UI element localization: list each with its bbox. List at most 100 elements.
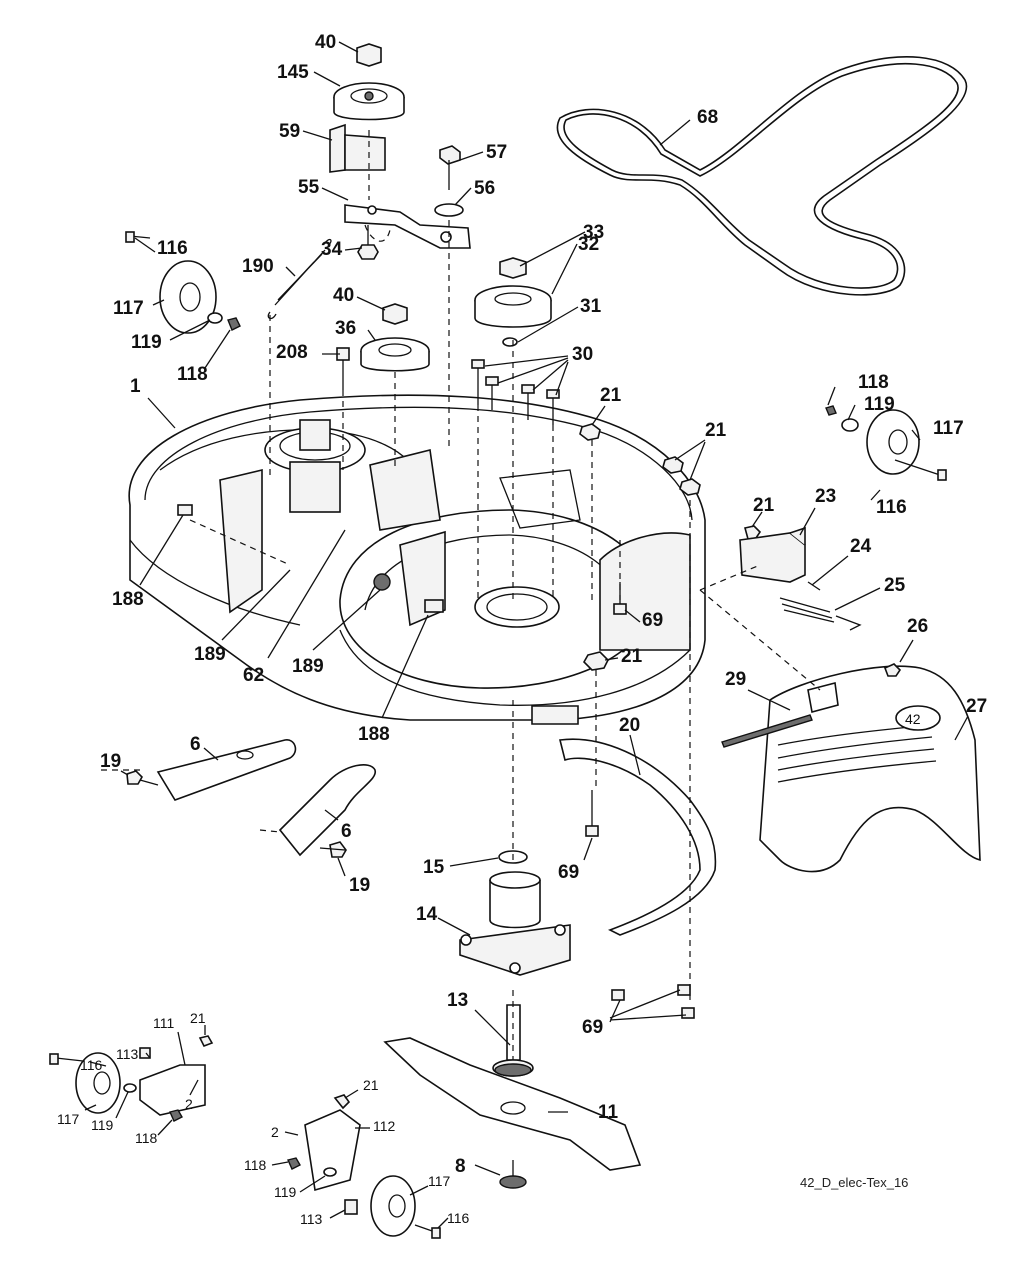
part-label: 189 [194,644,226,665]
part-label: 13 [447,990,468,1011]
part-label: 6 [341,821,352,842]
part-label: 116 [80,1057,103,1073]
spindle-shaft-13 [492,1004,534,1077]
idler-arm-55 [344,204,471,249]
part-label: 119 [131,332,162,353]
part-label: 34 [321,239,343,260]
spring-25 [779,581,862,631]
mulch-cover-27: 42 [759,663,981,873]
part-label: 21 [753,495,775,516]
part-label: 21 [705,420,727,441]
mower-deck [128,394,706,725]
part-label: 117 [428,1173,451,1189]
figure-id: 42_D_elec-Tex_16 [800,1175,908,1190]
bolt-34 [357,225,379,260]
arm-6-upper [126,739,297,801]
part-label: 69 [642,610,663,631]
part-label: 21 [600,385,622,406]
part-label: 36 [335,318,356,339]
part-label: 69 [558,862,579,883]
nuts-21-right [579,423,762,671]
gauge-wheel-right [825,405,947,481]
part-label: 26 [907,616,928,637]
part-label: 190 [242,256,274,277]
part-label: 57 [486,142,507,163]
part-label: 23 [815,486,836,507]
part-label: 30 [572,344,593,365]
arm-6-lower [278,764,376,858]
part-label: 118 [244,1157,267,1173]
part-label: 69 [582,1017,603,1038]
part-label: 68 [697,107,718,128]
part-label: 188 [358,724,390,745]
part-label: 189 [292,656,324,677]
part-label: 27 [966,696,987,717]
svg-text:42: 42 [905,711,921,727]
bolts-30 [471,359,560,425]
part-label: 11 [598,1102,619,1123]
part-label: 55 [298,177,320,198]
part-label: 113 [116,1046,139,1062]
part-label: 6 [190,734,201,755]
part-label: 19 [100,751,121,772]
bracket-23 [739,526,806,583]
part-label: 208 [276,342,308,363]
gauge-wheel-lower-left [49,1035,214,1122]
part-label: 33 [583,222,604,243]
part-label: 21 [363,1077,379,1093]
part-number-labels: 40 145 59 55 57 56 34 68 33 32 31 116 11… [57,32,987,1227]
part-label: 56 [474,178,495,199]
part-label: 145 [277,62,309,83]
bolts-69-lower [585,790,695,1019]
part-label: 29 [725,669,746,690]
part-label: 112 [373,1118,396,1134]
part-label: 2 [271,1124,279,1140]
part-label: 116 [876,497,907,518]
part-label: 119 [274,1184,297,1200]
pulley-32 [474,257,552,347]
bolt-8 [499,1160,527,1189]
part-label: 40 [315,32,336,53]
assembly-lines [100,130,821,1060]
part-label: 32 [578,234,599,255]
part-label: 117 [57,1111,80,1127]
part-label: 40 [333,285,354,306]
part-label: 116 [157,238,188,259]
leader-lines [84,41,969,1229]
part-label: 31 [580,296,602,317]
part-label: 118 [177,364,208,385]
bolt-57-washer-56 [434,145,464,217]
rod-29 [721,681,839,748]
part-label: 1 [130,376,141,397]
part-label: 62 [243,665,264,686]
part-label: 113 [300,1211,323,1227]
part-label: 14 [416,904,438,925]
bracket-59 [329,123,386,173]
part-label: 118 [135,1130,158,1146]
part-label: 15 [423,857,445,878]
gauge-wheel-left [125,231,241,334]
part-label: 119 [91,1117,114,1133]
gauge-wheel-lower-right [287,1094,441,1239]
part-label: 20 [619,715,640,736]
part-label: 8 [455,1156,466,1177]
part-label: 117 [113,298,144,319]
idler-pulley-145 [333,43,405,121]
part-label: 188 [112,589,144,610]
part-label: 19 [349,875,370,896]
spindle-14 [459,850,571,976]
idler-pulley-36 [360,303,430,372]
part-label: 119 [864,394,895,415]
part-label: 21 [190,1010,206,1026]
part-label: 25 [884,575,906,596]
part-label: 2 [185,1096,193,1112]
baffle-20 [559,738,717,936]
part-label: 24 [850,536,872,557]
part-label: 118 [858,372,889,393]
part-label: 111 [153,1015,174,1031]
part-label: 59 [279,121,300,142]
part-label: 21 [621,646,643,667]
part-label: 117 [933,418,964,439]
part-label: 116 [447,1210,470,1226]
